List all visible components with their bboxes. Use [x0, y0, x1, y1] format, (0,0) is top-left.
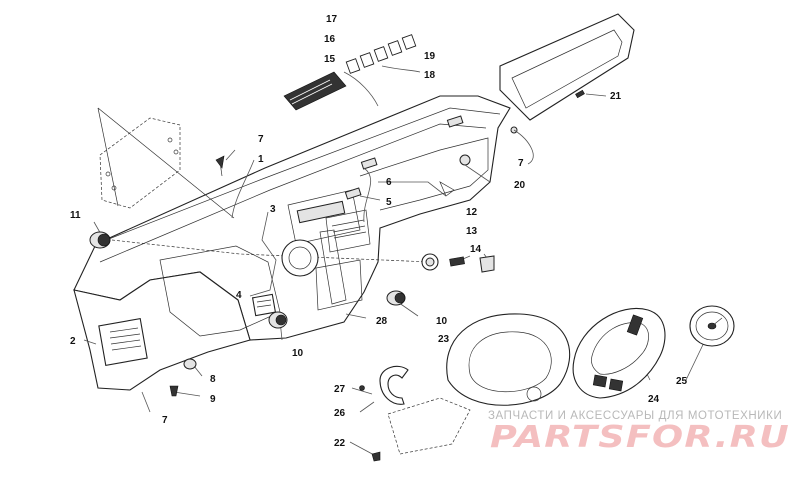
- callout-16: 16: [324, 34, 336, 45]
- callout-13: 13: [466, 226, 478, 237]
- callout-3: 3: [270, 204, 276, 215]
- part-27-screw: [359, 385, 365, 391]
- part-13-key: [449, 256, 465, 267]
- part-10-knob-left: [268, 311, 288, 329]
- callout-25: 25: [676, 376, 688, 387]
- part-14-cap: [479, 255, 495, 273]
- top-right-cover: [499, 13, 635, 121]
- callout-1: 1: [258, 154, 264, 165]
- callout-23: 23: [438, 334, 450, 345]
- part-26-ring: [379, 365, 409, 405]
- callout-11: 11: [70, 210, 81, 221]
- callout-6: 6: [386, 177, 392, 188]
- callout-4: 4: [236, 290, 242, 301]
- part-10-knob-right: [386, 290, 406, 306]
- glove-box-panel: [73, 245, 281, 391]
- clips: [215, 115, 518, 200]
- callout-numbers: 1 2 3 4 5 6 7 7 7 8 9 10 10 11 12 13 14 …: [70, 14, 688, 449]
- part-9-screw: [169, 385, 179, 397]
- callout-7-bottom: 7: [162, 415, 168, 426]
- callout-8: 8: [210, 374, 216, 385]
- part-24-bezel: [572, 308, 666, 399]
- callout-17: 17: [326, 14, 338, 25]
- watermark-logo: PARTSFOR.RU: [490, 420, 790, 455]
- callout-2: 2: [70, 336, 76, 347]
- part-22-screw: [371, 451, 381, 462]
- dashboard-main-panel: [73, 95, 511, 341]
- watermark-subtitle: ЗАПЧАСТИ И АКСЕССУАРЫ ДЛЯ МОТОТЕХНИКИ: [488, 410, 782, 422]
- callout-20: 20: [514, 180, 526, 191]
- callout-10-right: 10: [436, 316, 448, 327]
- callout-26: 26: [334, 408, 346, 419]
- callout-24: 24: [648, 394, 660, 405]
- callout-14: 14: [470, 244, 482, 255]
- ignition-hub: [281, 239, 319, 277]
- round-knobs: [89, 231, 495, 397]
- callout-27: 27: [334, 384, 346, 395]
- part-23-cluster-housing: [446, 313, 571, 406]
- part-11-knob: [89, 231, 111, 249]
- gauge-assembly: [359, 305, 735, 462]
- callout-7-right: 7: [518, 158, 524, 169]
- callout-9: 9: [210, 394, 216, 405]
- callout-19: 19: [424, 51, 436, 62]
- callout-21: 21: [610, 91, 622, 102]
- callout-28: 28: [376, 316, 388, 327]
- callout-22: 22: [334, 438, 346, 449]
- callout-5: 5: [386, 197, 392, 208]
- callout-15: 15: [324, 54, 336, 65]
- part-8-bolt: [183, 358, 197, 370]
- callout-10-left: 10: [292, 348, 304, 359]
- phantom-bracket: [97, 107, 235, 219]
- callout-7-top: 7: [258, 134, 264, 145]
- part-25-gauge: [689, 305, 735, 347]
- callout-18: 18: [424, 70, 436, 81]
- part-12-ring: [421, 253, 439, 271]
- callout-12: 12: [466, 207, 478, 218]
- switch-bank: [283, 34, 417, 111]
- watermark: ЗАПЧАСТИ И АКСЕССУАРЫ ДЛЯ МОТОТЕХНИКИ PA…: [488, 410, 790, 455]
